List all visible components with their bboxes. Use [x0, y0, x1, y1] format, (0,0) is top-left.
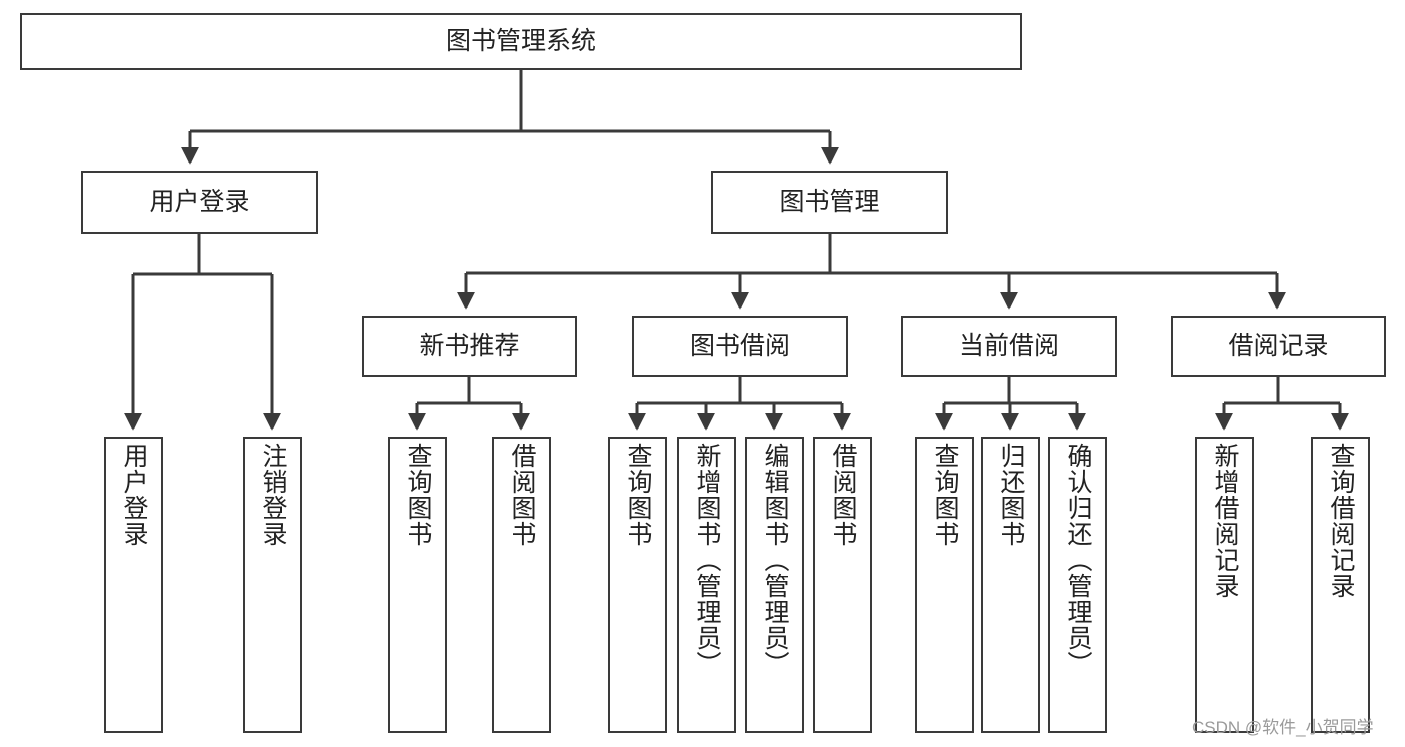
leaf-record-add-record[interactable]: 新增借阅记录: [1195, 437, 1254, 733]
leaf-borrow-add-book-admin[interactable]: 新增图书（管理员）: [677, 437, 736, 733]
node-borrow-record[interactable]: 借阅记录: [1171, 316, 1386, 377]
node-label: 借阅记录: [1228, 331, 1329, 360]
node-label: 新书推荐: [419, 331, 520, 360]
node-label: 用户登录: [120, 443, 148, 547]
leaf-recommend-query-book[interactable]: 查询图书: [388, 437, 447, 733]
node-current-borrow[interactable]: 当前借阅: [901, 316, 1117, 377]
node-label: 查询图书: [624, 443, 652, 547]
node-label: 用户登录: [149, 187, 250, 216]
leaf-recommend-borrow-book[interactable]: 借阅图书: [492, 437, 551, 733]
node-label: 当前借阅: [958, 331, 1059, 360]
node-book-borrow[interactable]: 图书借阅: [632, 316, 848, 377]
node-label: 新增图书（管理员）: [693, 443, 721, 677]
node-book-management[interactable]: 图书管理: [711, 171, 948, 234]
csdn-watermark: CSDN @软件_小贺同学: [1192, 718, 1374, 737]
leaf-borrow-query-book[interactable]: 查询图书: [608, 437, 667, 733]
node-label: 图书借阅: [689, 331, 790, 360]
node-user-login[interactable]: 用户登录: [81, 171, 318, 234]
leaf-current-return-book[interactable]: 归还图书: [981, 437, 1040, 733]
leaf-user-login-login[interactable]: 用户登录: [104, 437, 163, 733]
node-label: 图书管理: [779, 187, 880, 216]
node-label: 借阅图书: [829, 443, 857, 547]
node-label: 查询借阅记录: [1327, 443, 1355, 599]
leaf-borrow-borrow-book[interactable]: 借阅图书: [813, 437, 872, 733]
node-label: 借阅图书: [508, 443, 536, 547]
node-label: 确认归还（管理员）: [1064, 443, 1092, 677]
node-new-book-recommend[interactable]: 新书推荐: [362, 316, 577, 377]
node-label: 归还图书: [997, 443, 1025, 547]
leaf-user-login-logout[interactable]: 注销登录: [243, 437, 302, 733]
leaf-record-query-record[interactable]: 查询借阅记录: [1311, 437, 1370, 733]
leaf-current-query-book[interactable]: 查询图书: [915, 437, 974, 733]
leaf-current-confirm-return-admin[interactable]: 确认归还（管理员）: [1048, 437, 1107, 733]
node-label: 新增借阅记录: [1211, 443, 1239, 599]
leaf-borrow-edit-book-admin[interactable]: 编辑图书（管理员）: [745, 437, 804, 733]
node-root-system[interactable]: 图书管理系统: [20, 13, 1022, 70]
node-label: 查询图书: [404, 443, 432, 547]
node-label: 查询图书: [931, 443, 959, 547]
node-label: 编辑图书（管理员）: [761, 443, 789, 677]
node-label: 注销登录: [259, 443, 287, 547]
node-label: 图书管理系统: [445, 26, 596, 55]
